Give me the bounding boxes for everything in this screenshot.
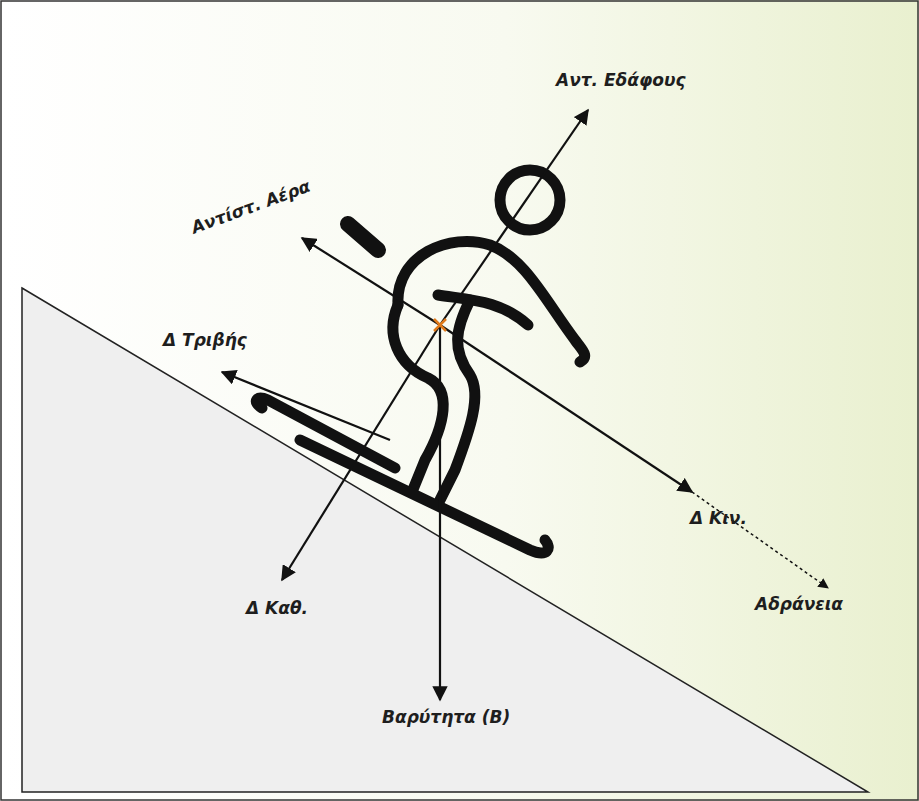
force-label: Αδράνεια — [755, 594, 843, 614]
normal-component-arrow — [282, 325, 440, 580]
force-label: Δ Τριβής — [163, 330, 247, 350]
slope — [22, 288, 868, 792]
ski-pole-grip — [348, 224, 378, 250]
air-resistance-arrow — [302, 238, 440, 325]
force-arrows — [222, 110, 828, 700]
gravity-arrow — [439, 325, 441, 700]
force-label: Αντ. Εδάφους — [556, 70, 685, 90]
center-of-mass — [434, 319, 446, 331]
force-label: Δ Καθ. — [246, 598, 308, 618]
skier-figure — [256, 170, 584, 553]
force-label: Δ Κιν. — [690, 508, 747, 528]
friction-arrow — [222, 372, 390, 440]
skier-back — [398, 241, 585, 362]
skier-head — [500, 170, 560, 230]
motion-component-arrow — [440, 325, 692, 492]
inertia-arrow — [692, 492, 828, 588]
force-label: Βαρύτητα (Β) — [382, 707, 510, 727]
ski — [300, 440, 548, 553]
ground-reaction-arrow — [440, 110, 588, 325]
force-label: Αντίστ. Αέρα — [189, 176, 314, 238]
